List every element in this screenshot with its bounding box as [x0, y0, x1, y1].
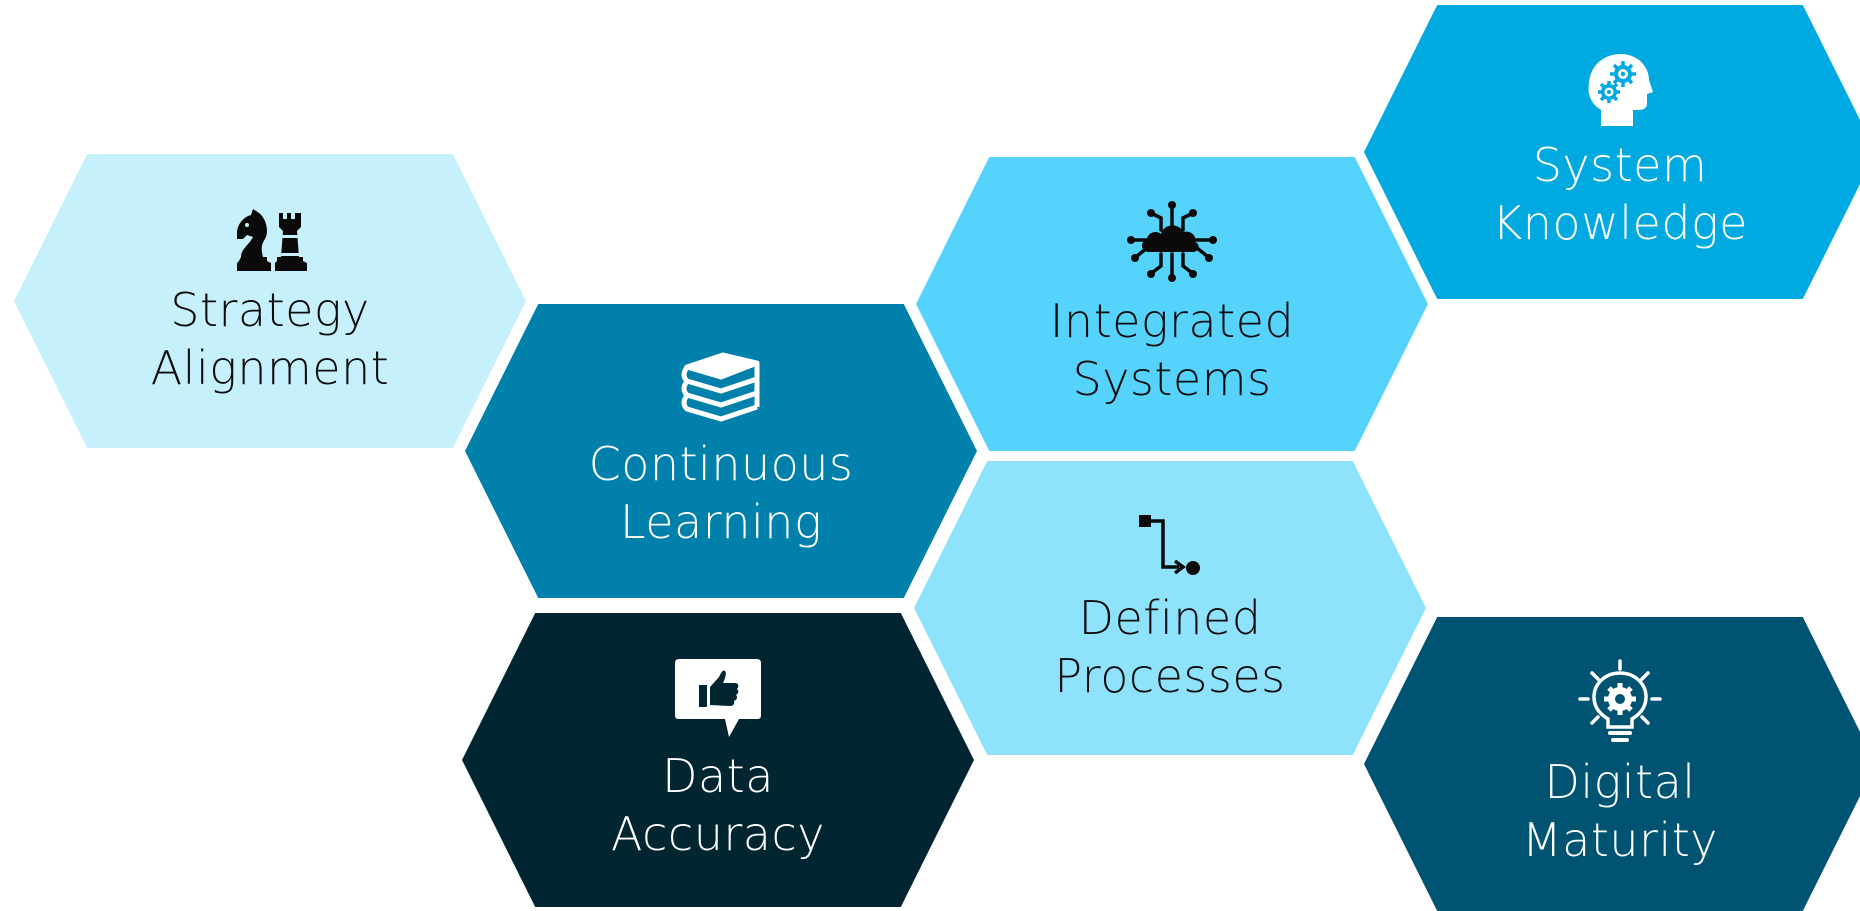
hex-integrated-systems: Integrated Systems [916, 157, 1428, 451]
chess-pieces-icon [237, 209, 307, 271]
hex-digital-maturity: Digital Maturity [1364, 617, 1860, 911]
label-system-knowledge: System Knowledge [1492, 136, 1748, 252]
label-line-1: System [1532, 138, 1708, 192]
hex-strategy-alignment: Strategy Alignment [14, 154, 526, 448]
label-line-2: Knowledge [1492, 196, 1748, 250]
hex-defined-processes: Defined Processes [914, 461, 1426, 755]
label-line-1: Data [662, 749, 774, 803]
hex-continuous-learning: Continuous Learning [465, 304, 977, 598]
label-line-2: Maturity [1521, 813, 1719, 867]
hex-system-knowledge: System Knowledge [1364, 5, 1860, 299]
label-line-1: Continuous [588, 437, 854, 491]
label-line-1: Digital [1544, 755, 1696, 809]
label-line-2: Systems [1072, 352, 1272, 406]
label-integrated-systems: Integrated Systems [1050, 292, 1294, 408]
label-line-2: Processes [1054, 649, 1286, 703]
label-line-1: Defined [1078, 591, 1262, 645]
cloud-network-icon [1127, 201, 1217, 282]
label-line-1: Integrated [1049, 294, 1295, 348]
lightbulb-gear-icon [1578, 659, 1662, 742]
head-gears-icon [1588, 54, 1653, 126]
label-line-2: Alignment [150, 341, 390, 395]
label-data-accuracy: Data Accuracy [611, 747, 825, 863]
label-line-2: Accuracy [610, 807, 825, 861]
thumbs-up-speech-bubble-icon [675, 659, 761, 737]
process-flow-icon [1139, 515, 1200, 575]
label-continuous-learning: Continuous Learning [589, 435, 854, 551]
label-line-1: Strategy [170, 283, 370, 337]
label-digital-maturity: Digital Maturity [1522, 753, 1718, 869]
book-stack-icon [681, 352, 760, 422]
label-defined-processes: Defined Processes [1054, 589, 1285, 705]
label-strategy-alignment: Strategy Alignment [151, 281, 390, 397]
label-line-2: Learning [619, 495, 823, 549]
hex-data-accuracy: Data Accuracy [462, 613, 974, 907]
